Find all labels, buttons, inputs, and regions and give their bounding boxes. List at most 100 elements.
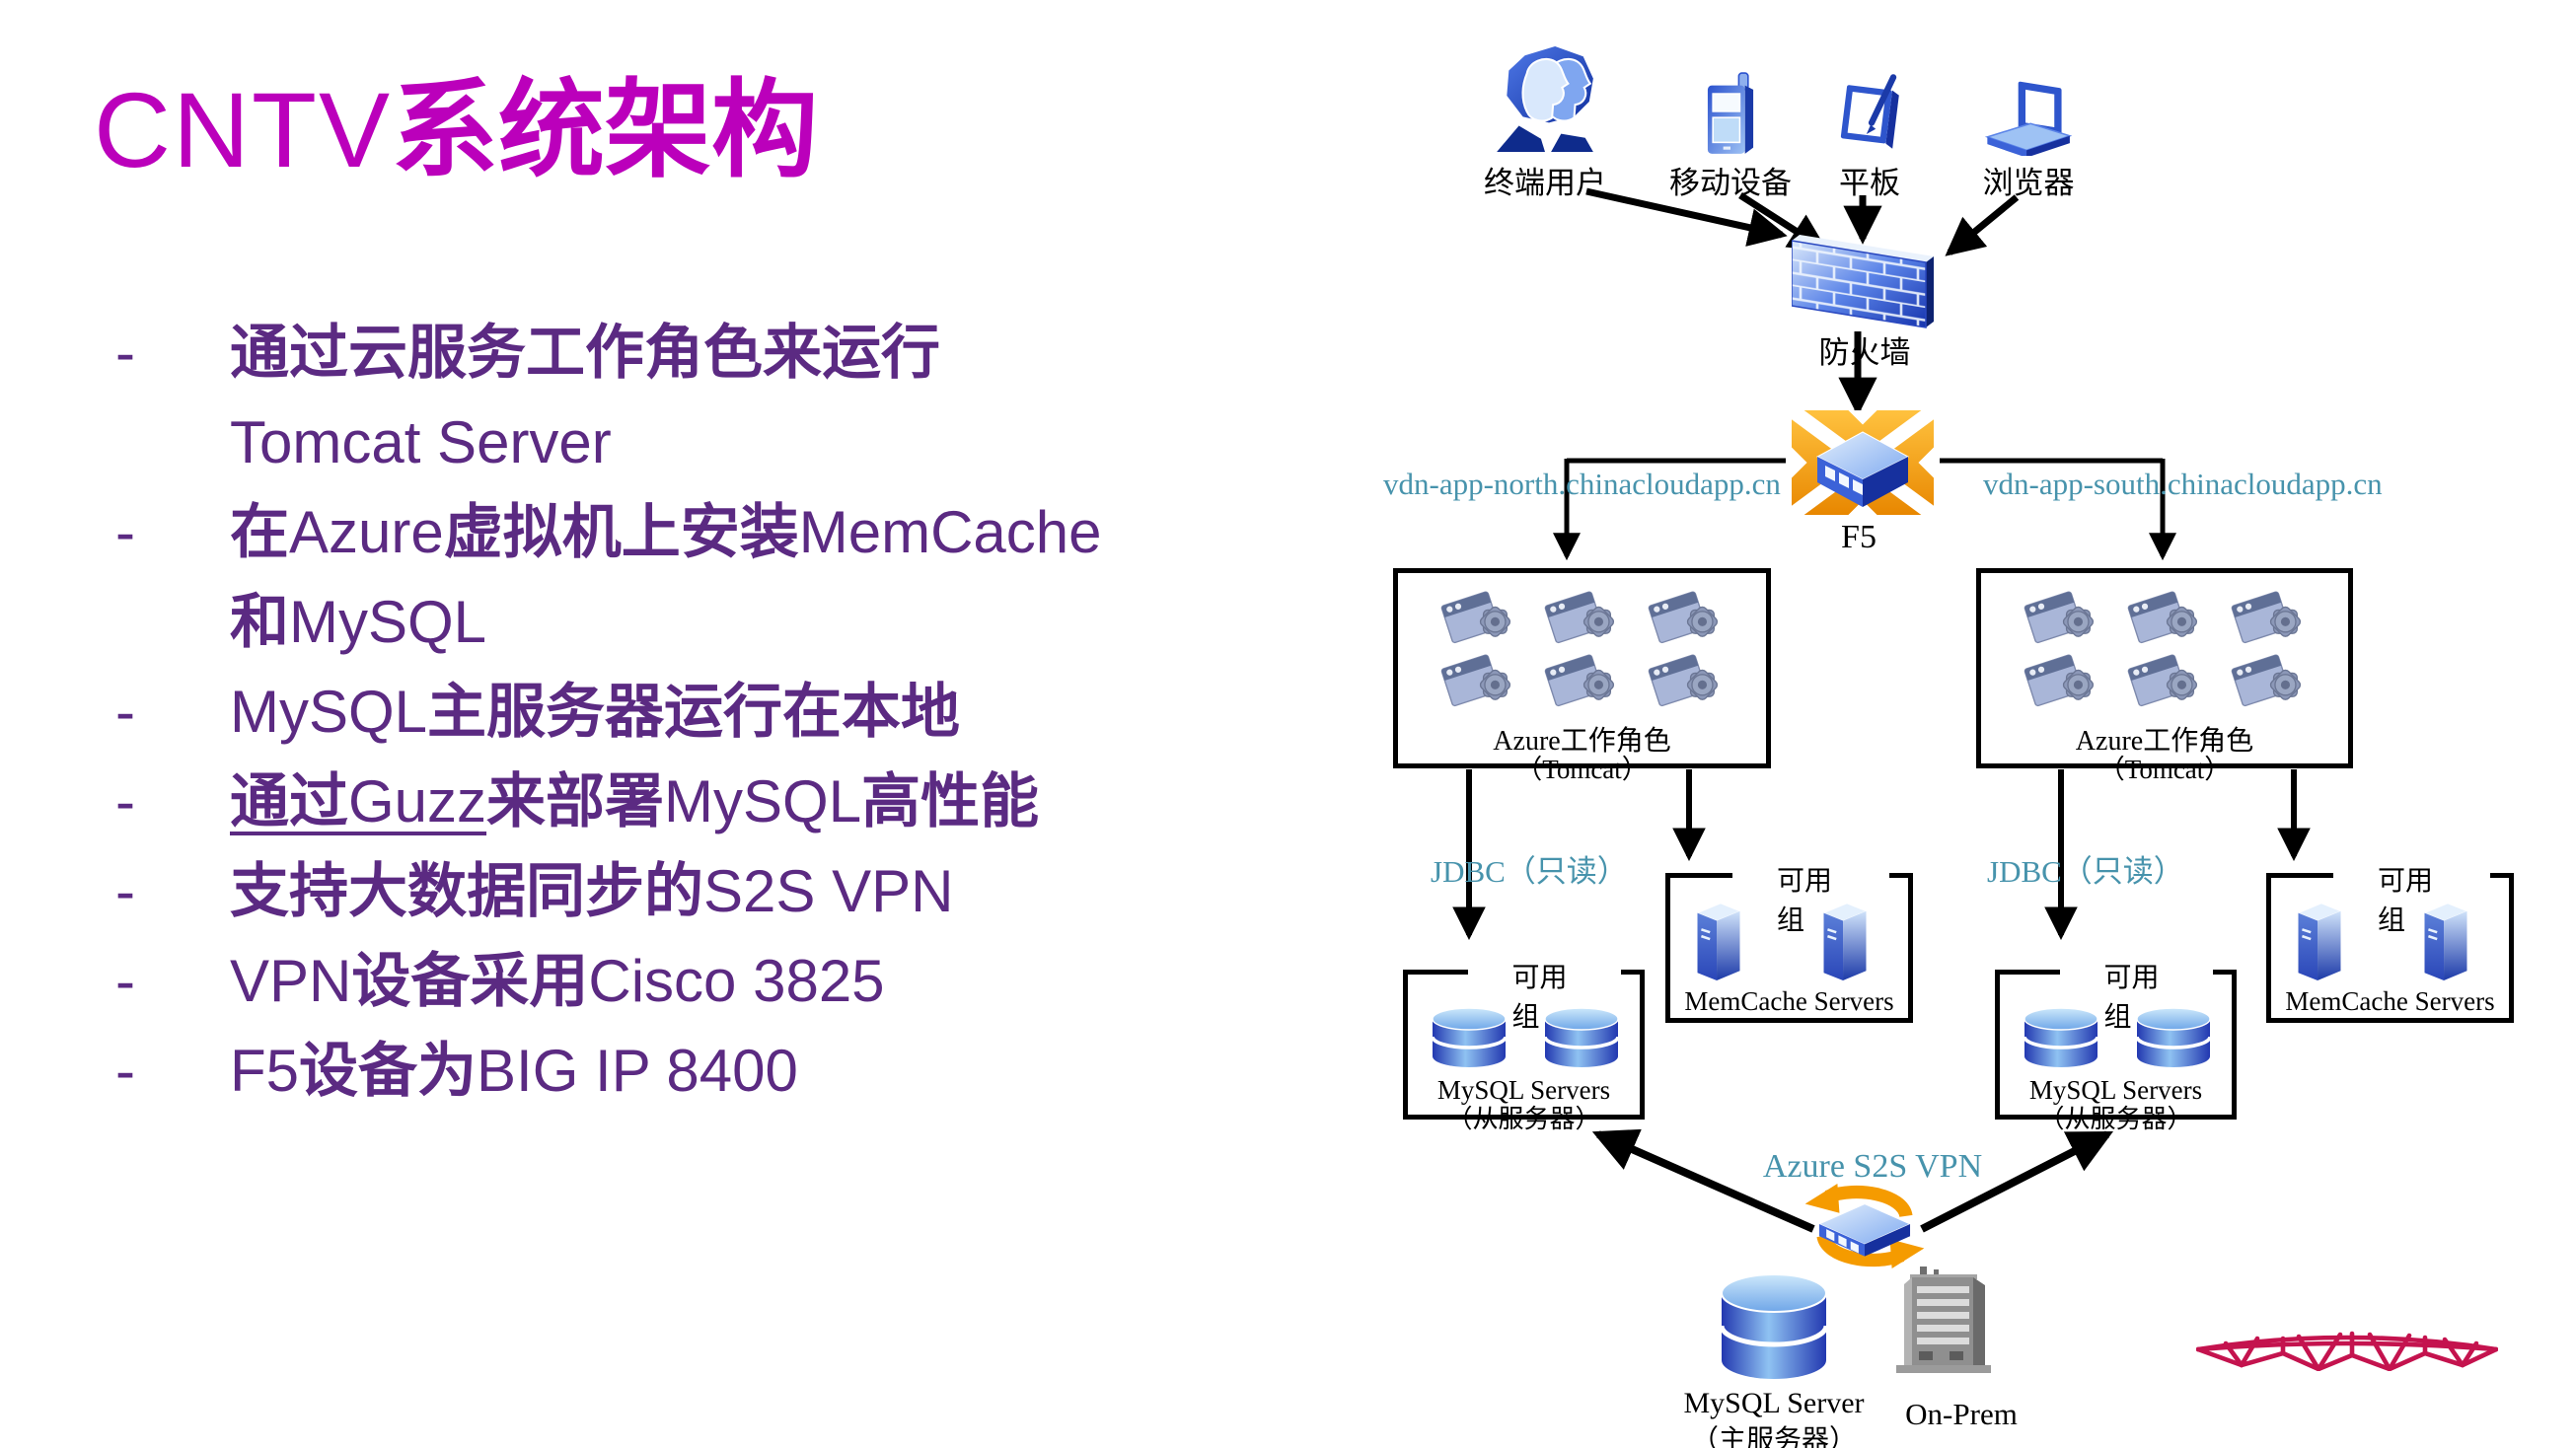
firewall-icon: [1792, 235, 1934, 328]
mysql-database-icon: [1542, 1006, 1621, 1069]
worker-role-label: Azure工作角色: [1493, 726, 1671, 757]
bullet-dash: -: [115, 948, 135, 1014]
mysql-master-sublabel: （主服务器）: [1690, 1425, 1858, 1448]
memcache-servers-label: MemCache Servers: [2285, 986, 2495, 1016]
bullet-text-segment: 高性能: [861, 768, 1040, 834]
bullet-item: - 在Azure虚拟机上安装MemCache 和MySQL: [115, 487, 1398, 667]
bullet-text-segment: 和: [230, 589, 289, 655]
mysql-master-label: MySQL Server: [1683, 1387, 1865, 1419]
s2s-vpn-icon: [1804, 1184, 1925, 1268]
worker-role-icon: [2224, 583, 2315, 646]
mysql-slaves-label: MySQL Servers: [2028, 1075, 2203, 1105]
end-users-label: 终端用户: [1484, 166, 1606, 200]
memcache-server-icon: [1818, 900, 1872, 982]
bullet-text-segment: 通过: [230, 768, 348, 834]
bullet-text-segment: Guzz: [348, 768, 487, 834]
browser-label: 浏览器: [1982, 166, 2075, 200]
worker-role-icon: [2017, 583, 2107, 646]
mobile-device-label: 移动设备: [1669, 166, 1792, 200]
memcache-server-icon: [2293, 900, 2346, 982]
bullet-dash: -: [115, 320, 135, 386]
tablet-icon: [1840, 74, 1899, 149]
vpn-label: Azure S2S VPN: [1762, 1148, 1983, 1185]
tablet-label: 平板: [1839, 166, 1900, 200]
bridge-logo: [2196, 1331, 2498, 1371]
mysql-master-icon: [1719, 1268, 1829, 1383]
mysql-database-icon: [2022, 1006, 2100, 1069]
worker-role-sublabel: （Tomcat）: [1515, 755, 1649, 784]
jdbc-label-north: JDBC（只读）: [1431, 854, 1628, 889]
bullet-item: - MySQL主服务器运行在本地: [115, 667, 1398, 757]
worker-role-box-south: Azure工作角色 （Tomcat）: [1976, 568, 2353, 784]
bullet-text-segment: MySQL: [230, 679, 428, 745]
mysql-slaves-label: MySQL Servers: [1436, 1075, 1611, 1105]
bullet-text-segment: 设备采用: [351, 948, 589, 1014]
bullet-text-segment: 支持大数据同步的: [230, 858, 703, 924]
bullet-text-segment: 在: [230, 499, 289, 565]
mysql-slaves-sublabel: （从服务器）: [1446, 1105, 1601, 1133]
onprem-building-icon: [1896, 1267, 1991, 1373]
bullet-text-segment: F5: [230, 1038, 300, 1104]
worker-role-icon: [1641, 646, 1731, 709]
mysql-database-icon: [1430, 1006, 1509, 1069]
bullet-text-segment: 主服务器运行在本地: [427, 679, 961, 745]
bullet-text-segment: 通过云服务工作角色来运行: [230, 320, 940, 386]
mysql-slaves-sublabel: （从服务器）: [2038, 1105, 2193, 1133]
worker-role-icon: [2120, 583, 2211, 646]
bullet-text-segment: 设备为: [299, 1038, 478, 1104]
f5-label: F5: [1841, 519, 1877, 555]
bullet-dash: -: [115, 499, 135, 565]
memcache-group-south: 可用组 MemCache Servers: [2266, 859, 2514, 1023]
bullet-text-segment: MemCache: [798, 499, 1102, 565]
worker-role-icon: [1434, 646, 1524, 709]
worker-role-label: Azure工作角色: [2075, 726, 2254, 757]
bullet-dash: -: [115, 679, 135, 745]
worker-role-box-north: Azure工作角色 （Tomcat）: [1393, 568, 1771, 784]
bullet-text-segment: BIG IP 8400: [477, 1038, 798, 1104]
bullet-item: - F5设备为BIG IP 8400: [115, 1026, 1398, 1116]
jdbc-label-south: JDBC（只读）: [1987, 854, 2184, 889]
bullet-text-segment: Azure: [289, 499, 444, 565]
worker-role-icon: [2224, 646, 2315, 709]
dns-north-label: vdn-app-north.chinacloudapp.cn: [1383, 467, 1781, 501]
worker-role-icon: [1537, 583, 1628, 646]
page-title-latin: CNTV: [94, 70, 392, 189]
bullet-dash: -: [115, 858, 135, 924]
bullet-text-segment: MySQL: [289, 589, 487, 655]
memcache-server-icon: [1692, 900, 1745, 982]
browser-icon: [1984, 81, 2072, 156]
mobile-device-icon: [1707, 72, 1754, 154]
memcache-group-north: 可用组 MemCache Servers: [1665, 859, 1913, 1023]
firewall-label: 防火墙: [1818, 335, 1911, 370]
bullet-dash: -: [115, 1038, 135, 1104]
bullet-item: - 通过Guzz来部署MySQL高性能: [115, 757, 1398, 846]
bullet-item: - 支持大数据同步的S2S VPN: [115, 846, 1398, 936]
worker-role-icon: [2017, 646, 2107, 709]
bullet-text-segment: 虚拟机上安装: [443, 499, 799, 565]
bullet-text-segment: MySQL: [664, 768, 862, 834]
bullet-text-segment: Cisco 3825: [588, 948, 885, 1014]
f5-load-balancer-icon: [1786, 410, 1940, 517]
end-users-icon: [1497, 46, 1593, 152]
page-title: CNTV系统架构: [94, 69, 818, 191]
bullet-dash: -: [115, 768, 135, 834]
mysql-slave-group-north: 可用组 MySQL Servers （从服务器）: [1403, 956, 1645, 1133]
worker-role-icon: [1641, 583, 1731, 646]
worker-role-sublabel: （Tomcat）: [2098, 755, 2232, 784]
memcache-servers-label: MemCache Servers: [1684, 986, 1894, 1016]
memcache-server-icon: [2419, 900, 2472, 982]
mysql-database-icon: [2134, 1006, 2213, 1069]
bullet-item: - 通过云服务工作角色来运行 Tomcat Server: [115, 308, 1398, 487]
page-title-cjk: 系统架构: [392, 70, 819, 189]
worker-role-icon: [1434, 583, 1524, 646]
bullet-text-segment: VPN: [230, 948, 352, 1014]
dns-south-label: vdn-app-south.chinacloudapp.cn: [1983, 467, 2383, 501]
bullet-text-segment: 来部署: [486, 768, 665, 834]
mysql-slave-group-south: 可用组 MySQL Servers （从服务器）: [1995, 956, 2237, 1133]
bullet-text-segment: S2S VPN: [703, 858, 954, 924]
bullet-item: - VPN设备采用Cisco 3825: [115, 936, 1398, 1026]
bullet-text-segment: Tomcat Server: [230, 409, 612, 475]
worker-role-icon: [1537, 646, 1628, 709]
